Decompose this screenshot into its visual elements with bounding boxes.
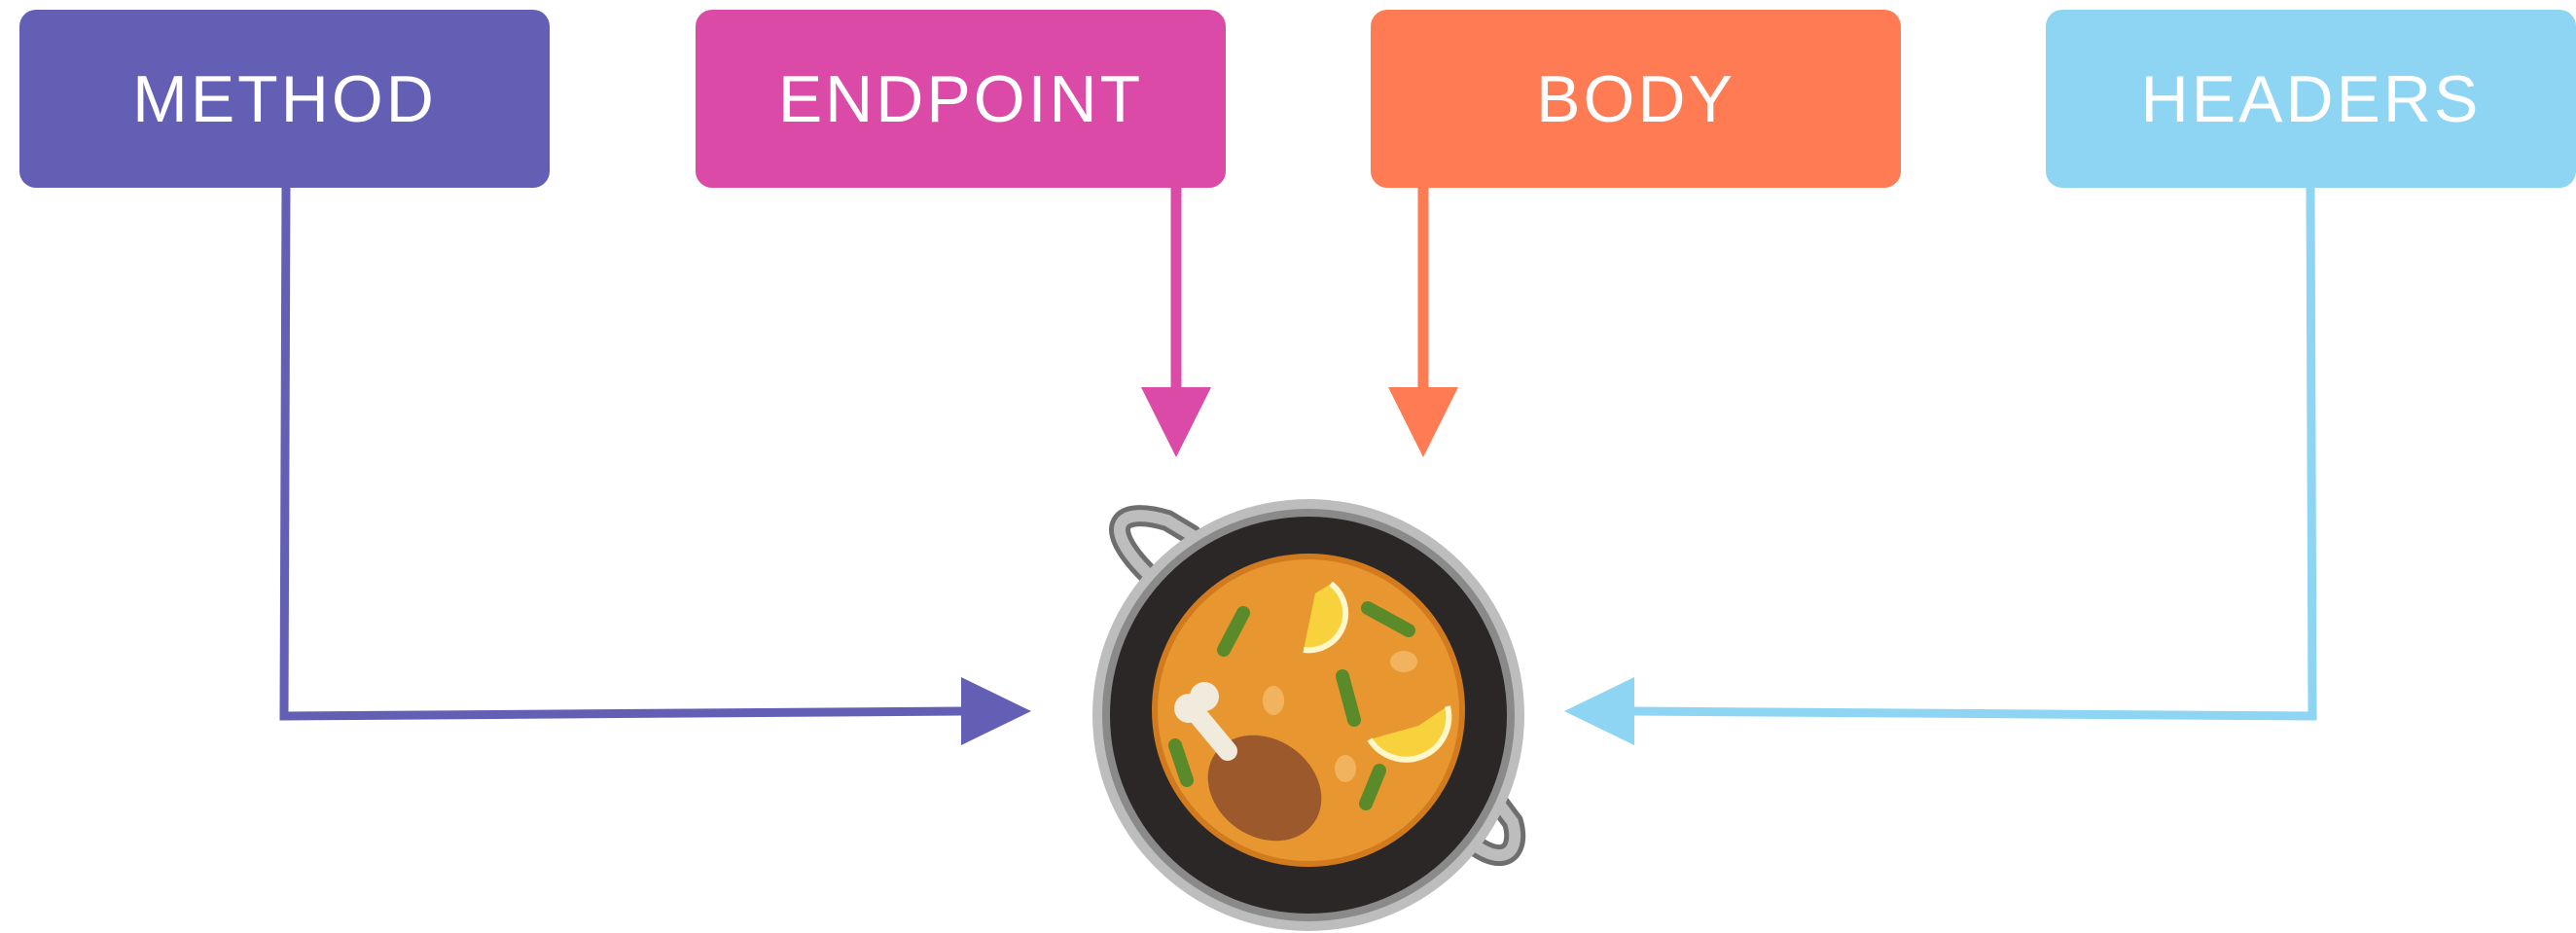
body-box: BODY — [1371, 10, 1901, 188]
endpoint-arrowhead — [1141, 387, 1211, 457]
headers-connector — [1631, 187, 2317, 721]
body-label: BODY — [1536, 61, 1735, 136]
endpoint-box: ENDPOINT — [696, 10, 1226, 188]
method-box: METHOD — [19, 10, 550, 188]
headers-arrowhead — [1564, 677, 1634, 745]
headers-label: HEADERS — [2140, 61, 2482, 136]
method-connector — [279, 187, 964, 721]
body-arrowhead — [1388, 387, 1458, 457]
endpoint-label: ENDPOINT — [777, 61, 1144, 136]
method-label: METHOD — [132, 61, 437, 136]
paella-pan-icon — [1092, 499, 1526, 931]
headers-box: HEADERS — [2046, 10, 2576, 188]
method-arrowhead — [961, 677, 1031, 745]
